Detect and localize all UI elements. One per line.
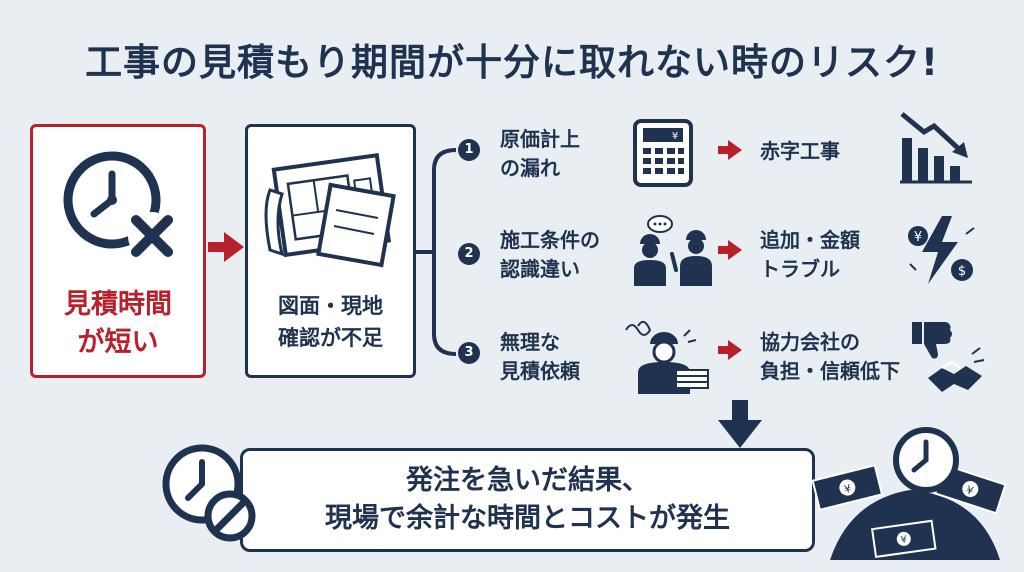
arrow-right-icon — [718, 240, 742, 260]
risk-1-issue: 原価計上 の漏れ — [500, 125, 580, 183]
conclusion-box — [240, 448, 815, 552]
risk-1-issue-line-1: 原価計上 — [500, 127, 580, 151]
arrow-right-icon — [718, 340, 742, 360]
banknote-yen-text-1: ¥ — [843, 482, 853, 496]
cause-line-2: が短い — [77, 327, 159, 358]
risk-number-3: 3 — [458, 342, 480, 364]
arrow-down-icon — [718, 400, 762, 448]
effect-line-1: 図面・現地 — [278, 294, 383, 318]
calculator-icon: ¥ — [633, 119, 693, 187]
stressed-worker-icon — [625, 320, 709, 394]
thumbs-down-handshake-icon — [912, 322, 985, 392]
blueprint-icon — [264, 152, 396, 268]
yen-symbol-text: ¥ — [914, 230, 922, 245]
risk-2-result-line-1: 追加・金額 — [760, 228, 860, 252]
risk-1-issue-line-2: の漏れ — [500, 156, 560, 180]
risk-2-issue-line-1: 施工条件の — [500, 228, 600, 252]
conclusion-line-2: 現場で余計な時間とコストが発生 — [325, 503, 730, 534]
workers-argue-icon — [634, 215, 712, 286]
conclusion-label: 発注を急いだ結果、 現場で余計な時間とコストが発生 — [240, 462, 815, 538]
conclusion-line-1: 発注を急いだ結果、 — [406, 465, 649, 496]
risk-3-result-line-2: 負担・信頼低下 — [760, 359, 900, 383]
risk-3-result-line-1: 協力会社の — [760, 330, 860, 354]
risk-2-issue-line-2: 認識違い — [500, 257, 580, 281]
clock-prohibited-icon — [162, 444, 256, 542]
risk-2-result: 追加・金額 トラブル — [760, 226, 860, 284]
arrow-right-icon — [208, 232, 244, 262]
banknote-yen-text-2: ¥ — [965, 483, 976, 498]
risk-2-result-line-2: トラブル — [760, 257, 840, 281]
effect-line-2: 確認が不足 — [278, 326, 383, 350]
risk-3-issue-line-2: 見積依頼 — [500, 359, 580, 383]
cause-label: 見積時間 が短い — [30, 286, 206, 362]
risk-1-result: 赤字工事 — [760, 137, 840, 166]
risk-3-issue: 無理な 見積依頼 — [500, 328, 580, 386]
banknote-yen-text-3: ¥ — [900, 534, 908, 546]
risk-1-result-line-1: 赤字工事 — [760, 139, 840, 163]
risk-3-issue-line-1: 無理な — [500, 330, 560, 354]
page-title: 工事の見積もり期間が十分に取れない時のリスク! — [85, 41, 939, 84]
money-pile-icon: ¥ ¥ ¥ — [811, 427, 1007, 560]
dollar-symbol-text: $ — [958, 264, 966, 279]
branch-bracket — [416, 148, 457, 356]
cause-line-1: 見積時間 — [64, 289, 172, 320]
clock-cross-icon — [63, 151, 176, 260]
cause-box — [30, 124, 206, 378]
risk-2-issue: 施工条件の 認識違い — [500, 226, 600, 284]
arrow-right-icon — [718, 140, 742, 160]
risk-3-result: 協力会社の 負担・信頼低下 — [760, 328, 900, 386]
declining-chart-icon — [900, 112, 972, 184]
lightning-money-icon: ¥ $ — [908, 216, 975, 284]
effect-label: 図面・現地 確認が不足 — [245, 290, 416, 354]
calculator-yen-text: ¥ — [672, 131, 678, 142]
risk-number-2: 2 — [458, 243, 480, 265]
risk-number-1: 1 — [458, 139, 480, 161]
